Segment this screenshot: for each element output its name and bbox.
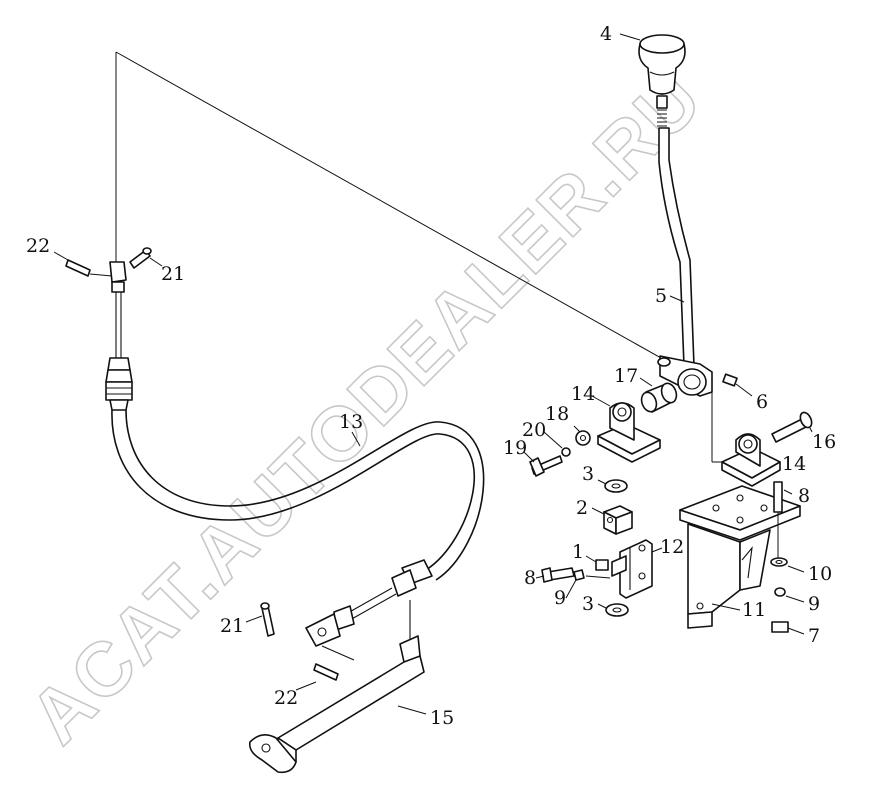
callout-16: 16 xyxy=(812,431,836,453)
callout-labels: 4 5 6 17 14 14 16 18 20 19 13 22 21 3 2 … xyxy=(26,23,836,729)
parts-22-21-upper xyxy=(53,247,163,277)
callout-8-right: 8 xyxy=(798,485,810,507)
callout-6: 6 xyxy=(756,391,768,413)
pillow-block-left xyxy=(597,402,661,463)
part-2-block xyxy=(591,505,633,535)
callout-21-lower: 21 xyxy=(220,615,244,637)
callout-4: 4 xyxy=(600,23,612,45)
callout-13: 13 xyxy=(339,411,363,433)
part-3-washer-lower xyxy=(597,603,629,617)
lever-pivot-boss xyxy=(657,355,724,463)
parts-18-20-19 xyxy=(529,425,591,477)
callout-15: 15 xyxy=(430,707,454,729)
callout-22-lower: 22 xyxy=(274,687,298,709)
part-13-control-cable xyxy=(105,261,485,647)
callout-9-left: 9 xyxy=(554,587,566,609)
callout-7: 7 xyxy=(808,625,820,647)
part-12-hinge-bracket xyxy=(611,539,663,599)
parts-1-8-9-left xyxy=(541,555,611,583)
part-3-washer-upper xyxy=(597,479,628,493)
callout-3-upper: 3 xyxy=(582,463,594,485)
parts-21-22-lower xyxy=(245,602,355,691)
callout-21-upper: 21 xyxy=(161,263,185,285)
callout-1: 1 xyxy=(572,541,584,563)
reference-lines xyxy=(115,51,687,373)
callout-20: 20 xyxy=(522,419,546,441)
shift-knob xyxy=(638,34,686,127)
callout-17: 17 xyxy=(614,365,638,387)
callout-11: 11 xyxy=(742,599,766,621)
callout-22-upper: 22 xyxy=(26,235,50,257)
callout-5: 5 xyxy=(655,285,667,307)
callout-9-right: 9 xyxy=(808,593,820,615)
gear-lever-rod xyxy=(658,127,695,367)
callout-10: 10 xyxy=(808,563,832,585)
callout-3-lower: 3 xyxy=(582,593,594,615)
callout-19: 19 xyxy=(503,437,527,459)
part-11-mounting-bracket xyxy=(679,485,801,629)
callout-2: 2 xyxy=(576,497,588,519)
callout-14-right: 14 xyxy=(782,453,806,475)
part-15-pedal-lever xyxy=(248,600,427,774)
callout-14-left: 14 xyxy=(571,383,595,405)
pillow-block-right xyxy=(721,433,781,487)
callout-8-left: 8 xyxy=(524,567,536,589)
parts-10-9-7-stack xyxy=(770,557,805,635)
part-16-pin xyxy=(771,411,813,443)
part-8-bolt-right xyxy=(773,481,793,560)
part-6-bolt xyxy=(722,373,753,397)
callout-18: 18 xyxy=(545,403,569,425)
part-17-bushing xyxy=(639,377,678,413)
callout-12: 12 xyxy=(660,536,684,558)
